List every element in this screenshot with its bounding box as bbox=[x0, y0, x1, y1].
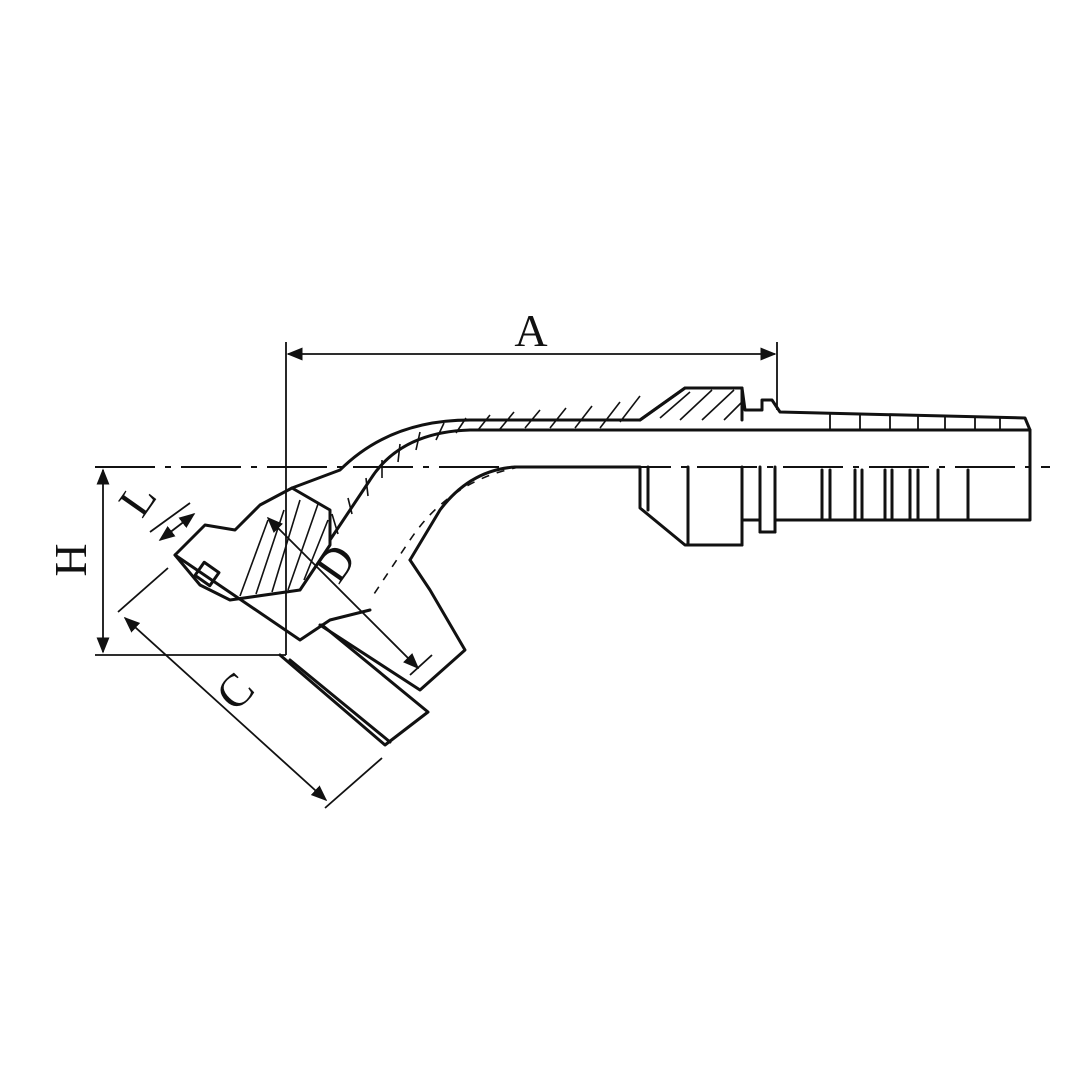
elbow-body bbox=[290, 386, 744, 601]
dimension-l: L bbox=[108, 473, 196, 541]
flange-head bbox=[173, 486, 467, 747]
collar-hatching bbox=[659, 389, 743, 421]
dimension-d-extension bbox=[409, 654, 433, 676]
elbow-bore-curve bbox=[328, 428, 472, 542]
dimension-d-label: D bbox=[305, 535, 366, 591]
dimension-c-label: C bbox=[206, 662, 264, 720]
dimension-a: A bbox=[285, 305, 778, 655]
sleeve-inner-line bbox=[288, 658, 392, 744]
dimension-c-extension-bottom bbox=[324, 757, 383, 809]
tail-upper-profile bbox=[468, 386, 1032, 469]
elbow-inner-curve bbox=[408, 465, 517, 562]
dimension-l-line bbox=[158, 513, 196, 541]
dimension-h-label: H bbox=[45, 543, 96, 576]
dimension-l-label: L bbox=[108, 473, 166, 525]
dimension-a-label: A bbox=[514, 305, 547, 356]
dimension-c: C bbox=[117, 567, 383, 809]
elbow-hidden-line bbox=[369, 466, 521, 601]
dimension-d: D bbox=[266, 516, 433, 676]
elbow-outer-curve bbox=[290, 418, 472, 490]
barbs-upper bbox=[829, 414, 1001, 430]
sleeve bbox=[278, 623, 430, 747]
dimension-h: H bbox=[45, 468, 286, 656]
barbs bbox=[820, 468, 970, 522]
dimension-c-extension-top bbox=[117, 567, 169, 613]
tail-lower-profile bbox=[513, 465, 1032, 547]
collar-upper bbox=[638, 386, 744, 422]
dimension-d-line bbox=[266, 516, 420, 670]
o-ring-groove bbox=[193, 560, 221, 588]
flange-outline bbox=[173, 486, 332, 602]
elbow-hatching bbox=[331, 395, 641, 535]
dimension-c-line bbox=[123, 616, 328, 802]
